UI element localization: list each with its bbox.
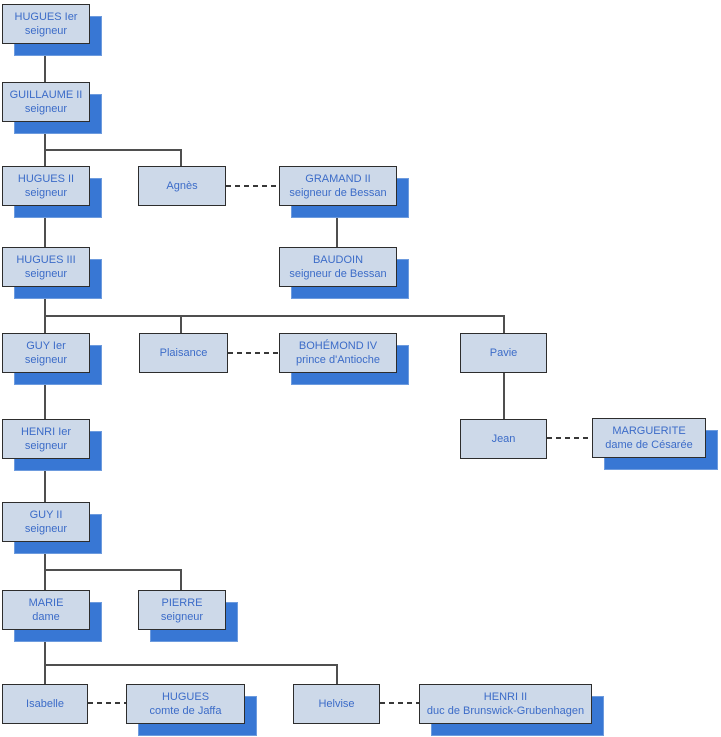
person-node-hugues-3[interactable]: HUGUES III seigneur [2,247,90,287]
person-title: seigneur [24,25,68,37]
connector-line [44,569,182,571]
person-node-hugues-jaffa[interactable]: HUGUES comte de Jaffa [126,684,245,724]
marriage-dashed-line [226,185,279,187]
person-name: BAUDOIN [312,254,364,266]
person-node-plaisance[interactable]: Plaisance [139,333,228,373]
person-node-baudoin[interactable]: BAUDOIN seigneur de Bessan [279,247,397,287]
person-node-pierre[interactable]: PIERRE seigneur [138,590,226,630]
person-title: seigneur [24,523,68,535]
person-node-jean[interactable]: Jean [460,419,547,459]
person-node-isabelle[interactable]: Isabelle [2,684,88,724]
person-node-guy-1[interactable]: GUY Ier seigneur [2,333,90,373]
person-name: PIERRE [161,597,203,609]
person-title: seigneur de Bessan [289,268,387,280]
person-node-helvise[interactable]: Helvise [293,684,380,724]
person-title: seigneur [24,187,68,199]
person-node-hugues-1[interactable]: HUGUES Ier seigneur [2,4,90,44]
connector-line [44,629,46,684]
connector-line [44,315,505,317]
connector-line [503,315,505,333]
person-name: MARGUERITE [612,425,686,437]
person-title: prince d'Antioche [295,354,381,366]
person-node-gramand-2[interactable]: GRAMAND II seigneur de Bessan [279,166,397,206]
connector-line [44,664,338,666]
connector-line [44,541,46,590]
person-node-henri-2[interactable]: HENRI II duc de Brunswick-Grubenhagen [419,684,592,724]
connector-line [180,149,182,166]
person-node-guillaume-2[interactable]: GUILLAUME II seigneur [2,82,90,122]
person-node-bohemond-4[interactable]: BOHÉMOND IV prince d'Antioche [279,333,397,373]
person-name: HENRI Ier [20,426,72,438]
person-name: HUGUES Ier [14,11,78,23]
person-node-hugues-2[interactable]: HUGUES II seigneur [2,166,90,206]
person-name: HENRI II [483,691,528,703]
person-name: Helvise [318,698,355,710]
connector-line [44,458,46,502]
person-name: HUGUES [161,691,210,703]
person-name: GUY Ier [26,340,66,352]
person-name: HUGUES II [17,173,75,185]
person-title: dame [32,611,60,623]
person-node-marie[interactable]: MARIE dame [2,590,90,630]
connector-line [44,286,46,333]
connector-line [503,372,505,419]
person-title: seigneur [24,268,68,280]
connector-line [180,569,182,590]
person-title: seigneur [24,103,68,115]
connector-line [336,205,338,247]
person-node-marguerite[interactable]: MARGUERITE dame de Césarée [592,418,706,458]
connector-line [44,205,46,247]
person-title: comte de Jaffa [149,705,222,717]
person-title: duc de Brunswick-Grubenhagen [426,705,585,717]
marriage-dashed-line [228,352,279,354]
connector-line [44,149,182,151]
person-node-pavie[interactable]: Pavie [460,333,547,373]
person-name: BOHÉMOND IV [298,340,378,352]
connector-line [180,315,182,333]
person-title: dame de Césarée [605,439,693,451]
connector-line [44,43,46,83]
marriage-dashed-line [88,702,126,704]
connector-line [336,664,338,684]
connector-line [44,372,46,419]
person-name: GUILLAUME II [9,89,83,101]
person-name: HUGUES III [16,254,76,266]
person-name: MARIE [28,597,64,609]
person-name: Plaisance [159,347,208,359]
person-name: Isabelle [26,698,64,710]
marriage-dashed-line [547,437,592,439]
person-name: Jean [491,433,516,445]
person-name: Agnès [166,180,198,192]
person-title: seigneur [160,611,204,623]
person-name: GRAMAND II [305,173,371,185]
person-node-henri-1[interactable]: HENRI Ier seigneur [2,419,90,459]
person-title: seigneur [24,354,68,366]
person-title: seigneur de Bessan [289,187,387,199]
person-title: seigneur [24,440,68,452]
person-name: Pavie [489,347,518,359]
connector-line [44,121,46,166]
person-name: GUY II [29,509,63,521]
person-node-agnes[interactable]: Agnès [138,166,226,206]
marriage-dashed-line [380,702,419,704]
person-node-guy-2[interactable]: GUY II seigneur [2,502,90,542]
